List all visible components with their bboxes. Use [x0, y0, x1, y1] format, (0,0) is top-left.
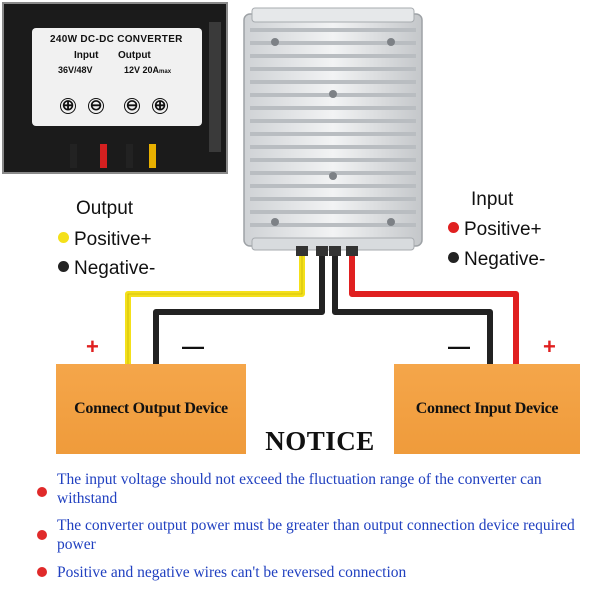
black-input-wire	[332, 240, 493, 364]
plate-output-voltage: 12V 20Amax	[124, 65, 172, 75]
output-device-label: Connect Output Device	[74, 400, 228, 417]
output-device-box: Connect Output Device	[56, 364, 246, 454]
heatsink-fin	[250, 223, 416, 227]
red-bullet-icon	[37, 567, 47, 577]
heatsink-fin	[250, 106, 416, 110]
heatsink-fin	[250, 145, 416, 149]
input-legend-title: Input	[471, 189, 514, 210]
yellow-dot-icon	[58, 232, 69, 244]
heatsink-fin	[250, 132, 416, 136]
heatsink-fin	[250, 184, 416, 188]
red-dot-icon	[448, 222, 459, 234]
notice-title: NOTICE	[265, 426, 375, 456]
input-negative-sign: —	[448, 334, 470, 359]
heatsink-fin	[250, 67, 416, 71]
heatsink-fin	[250, 119, 416, 123]
converter-label-photo: 240W DC-DC CONVERTER Input Output 36V/48…	[2, 2, 228, 174]
cable-glands	[296, 246, 358, 256]
input-positive-sign: +	[543, 334, 556, 359]
output-positive-sign: +	[86, 334, 99, 359]
plate-input-label: Input	[74, 50, 99, 61]
red-bullet-icon	[37, 530, 47, 540]
heatsink-fin	[250, 54, 416, 58]
heatsink-fin	[250, 41, 416, 45]
notice-item: The converter output power must be great…	[37, 516, 592, 554]
plus-terminal-icon: ⊕	[60, 97, 76, 114]
heatsink-fin	[250, 80, 416, 84]
label-plate: 240W DC-DC CONVERTER Input Output 36V/48…	[32, 28, 202, 126]
minus-terminal-icon: ⊖	[88, 97, 104, 114]
heatsink-fin	[250, 210, 416, 214]
output-negative-sign: —	[182, 334, 204, 359]
output-negative-legend: Negative-	[58, 258, 155, 280]
red-wire	[349, 240, 519, 364]
black-dot-icon	[448, 252, 459, 264]
mounting-screws	[271, 38, 395, 226]
output-legend-title: Output	[76, 198, 134, 219]
heatsink-fin	[250, 158, 416, 162]
output-positive-legend: Positive+	[58, 229, 152, 251]
plate-input-voltage: 36V/48V	[58, 65, 93, 75]
plate-title: 240W DC-DC CONVERTER	[50, 34, 183, 45]
black-output-wire	[153, 240, 325, 364]
input-device-label: Connect Input Device	[415, 400, 559, 417]
input-device-box: Connect Input Device	[394, 364, 580, 454]
photo-wire-stubs	[70, 22, 221, 168]
black-dot-icon	[58, 261, 69, 273]
notice-item: Positive and negative wires can't be rev…	[37, 563, 592, 582]
plus-terminal-icon: ⊕	[152, 97, 168, 114]
minus-terminal-icon: ⊖	[124, 97, 140, 114]
red-bullet-icon	[37, 487, 47, 497]
input-negative-legend: Negative-	[448, 249, 545, 271]
heatsink-fins	[250, 28, 416, 227]
notice-item: The input voltage should not exceed the …	[37, 470, 592, 508]
heatsink-fin	[250, 28, 416, 32]
plate-output-label: Output	[118, 50, 151, 61]
input-positive-legend: Positive+	[448, 219, 542, 241]
heatsink-fin	[250, 197, 416, 201]
